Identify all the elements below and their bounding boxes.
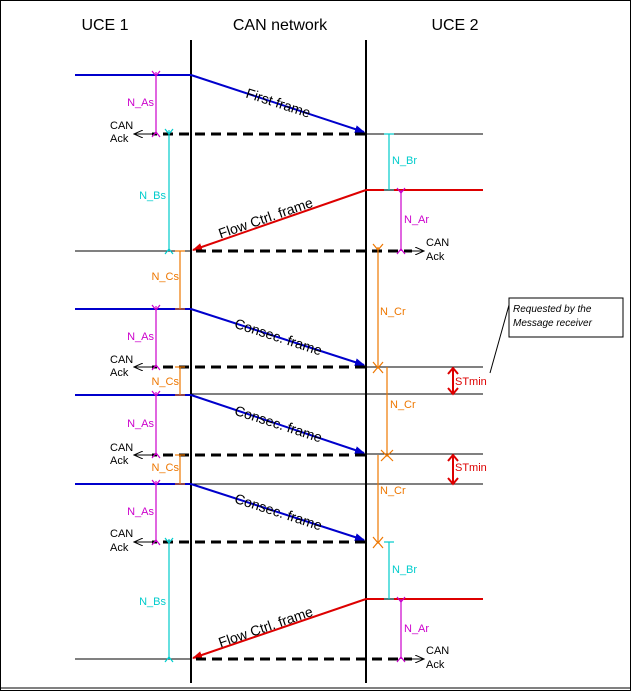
n-ar-brackets <box>396 187 406 663</box>
ack-label-5: Ack <box>110 542 129 554</box>
consec-frame-label-1: Consec. frame <box>233 315 325 358</box>
n-br-label-1: N_Br <box>392 155 417 167</box>
note-line-2: Message receiver <box>513 318 593 329</box>
first-frame-message <box>75 74 365 133</box>
consec-frame-label-3: Consec. frame <box>233 490 325 533</box>
n-ar-label-1: N_Ar <box>404 214 429 226</box>
can-label-5: CAN <box>110 528 133 540</box>
stmin-label-2: STmin <box>455 462 487 474</box>
n-cs-brackets <box>175 250 185 485</box>
ack-dashed-lines <box>152 132 412 661</box>
n-cs-label-1: N_Cs <box>151 271 179 283</box>
n-bs-brackets <box>164 128 174 663</box>
note-line-1: Requested by the <box>513 304 592 315</box>
n-as-label-2: N_As <box>127 331 154 343</box>
n-cr-label-2: N_Cr <box>390 399 416 411</box>
stmin-brackets <box>447 366 459 486</box>
consec-frame-message-3 <box>75 483 365 542</box>
n-cr-brackets <box>372 243 394 549</box>
ack-label-2: Ack <box>426 251 445 263</box>
can-label-1: CAN <box>110 120 133 132</box>
n-cs-label-2: N_Cs <box>151 376 179 388</box>
n-cr-label-3: N_Cr <box>380 485 406 497</box>
ack-label-6: Ack <box>426 659 445 671</box>
ack-arrowheads <box>134 134 424 659</box>
n-as-label-3: N_As <box>127 418 154 430</box>
ack-label-1: Ack <box>110 133 129 145</box>
flow-ctrl-label-1: Flow Ctrl. frame <box>216 194 315 241</box>
ack-label-3: Ack <box>110 367 129 379</box>
header-uce1: UCE 1 <box>81 17 128 34</box>
n-br-label-2: N_Br <box>392 564 417 576</box>
first-frame-label: First frame <box>244 85 313 121</box>
ack-label-4: Ack <box>110 455 129 467</box>
n-ar-label-2: N_Ar <box>404 623 429 635</box>
n-bs-label-1: N_Bs <box>139 190 166 202</box>
consec-frame-message-2 <box>75 394 365 454</box>
can-label-2: CAN <box>426 237 449 249</box>
receiver-note <box>489 297 624 374</box>
consec-frame-label-2: Consec. frame <box>233 402 325 445</box>
n-cr-label-1: N_Cr <box>380 306 406 318</box>
can-label-6: CAN <box>426 645 449 657</box>
n-bs-label-2: N_Bs <box>139 596 166 608</box>
can-label-4: CAN <box>110 442 133 454</box>
consec-frame-message-1 <box>75 308 365 367</box>
n-br-brackets <box>384 133 394 600</box>
stmin-label-1: STmin <box>455 376 487 388</box>
n-as-label-4: N_As <box>127 506 154 518</box>
n-as-brackets <box>151 70 161 546</box>
header-can-network: CAN network <box>233 17 328 34</box>
header-uce2: UCE 2 <box>431 17 478 34</box>
n-cs-label-3: N_Cs <box>151 462 179 474</box>
can-label-3: CAN <box>110 354 133 366</box>
n-as-label-1: N_As <box>127 97 154 109</box>
flow-ctrl-label-2: Flow Ctrl. frame <box>216 603 315 650</box>
